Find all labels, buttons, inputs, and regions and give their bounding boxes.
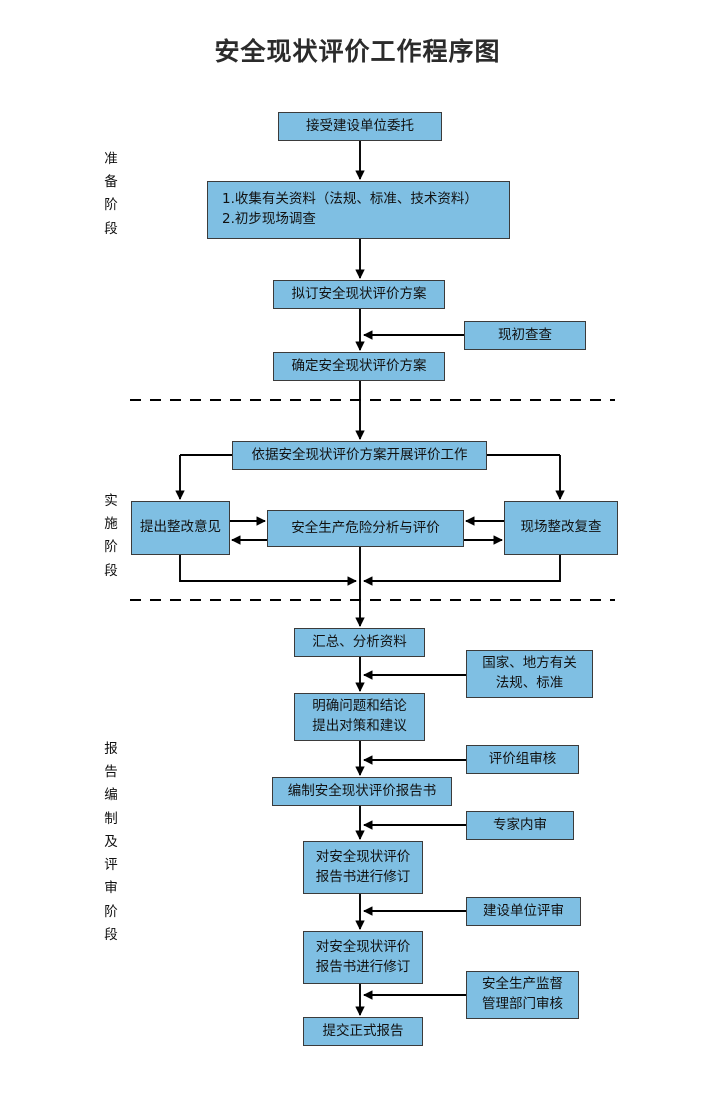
node-summarize-data-line-1: 汇总、分析资料 [312, 633, 407, 650]
stage-label-preparation: 准备阶段 [104, 151, 118, 237]
node-accept-commission[interactable]: 接受建设单位委托 [278, 112, 442, 141]
node-revise-report-2-line-2: 报告书进行修订 [315, 958, 411, 975]
node-hazard-analysis[interactable]: 安全生产危险分析与评价 [267, 510, 464, 547]
node-revise-report-1[interactable]: 对安全现状评价 报告书进行修订 [303, 841, 423, 894]
node-revise-report-1-line-1: 对安全现状评价 [315, 848, 411, 865]
node-owner-review-line-1: 建设单位评审 [483, 902, 564, 919]
node-hazard-analysis-line-1: 安全生产危险分析与评价 [291, 519, 440, 536]
edge-recheck-merge [363, 555, 561, 586]
node-laws-standards-line-1: 国家、地方有关 [482, 655, 577, 672]
node-expert-review[interactable]: 专家内审 [466, 811, 574, 840]
node-confirm-plan-line-1: 确定安全现状评价方案 [291, 357, 427, 374]
node-onsite-recheck-line-1: 现场整改复查 [520, 519, 602, 536]
node-supervision-review[interactable]: 安全生产监督 管理部门审核 [466, 971, 579, 1019]
node-revise-report-1-line-2: 报告书进行修订 [315, 868, 411, 885]
node-clarify-conclusions-line-2: 提出对策和建议 [312, 718, 407, 734]
node-collect-data[interactable]: 1.收集有关资料（法规、标准、技术资料） 2.初步现场调查 [207, 181, 510, 239]
node-carry-out-evaluation[interactable]: 依据安全现状评价方案开展评价工作 [232, 441, 487, 470]
node-compile-report-line-1: 编制安全现状评价报告书 [287, 782, 437, 799]
node-confirm-plan[interactable]: 确定安全现状评价方案 [273, 352, 445, 381]
node-revise-report-2[interactable]: 对安全现状评价 报告书进行修订 [303, 931, 423, 984]
node-draft-plan-line-1: 拟订安全现状评价方案 [291, 285, 427, 302]
node-submit-report-line-1: 提交正式报告 [322, 1022, 404, 1039]
node-expert-review-line-1: 专家内审 [493, 816, 547, 833]
node-collect-data-line-1: 1.收集有关资料（法规、标准、技术资料） [222, 191, 478, 208]
edge-opinion-merge [179, 555, 357, 586]
node-summarize-data[interactable]: 汇总、分析资料 [294, 628, 425, 657]
node-submit-report[interactable]: 提交正式报告 [303, 1017, 423, 1046]
node-preliminary-survey[interactable]: 现初查查 [464, 321, 586, 350]
node-rectification-opinion[interactable]: 提出整改意见 [131, 501, 230, 555]
node-preliminary-survey-line-1: 现初查查 [498, 326, 552, 343]
node-clarify-conclusions[interactable]: 明确问题和结论 提出对策和建议 [294, 693, 425, 741]
node-draft-plan[interactable]: 拟订安全现状评价方案 [273, 280, 445, 309]
stage-label-report: 报告编制及评审阶段 [104, 741, 118, 943]
node-laws-standards-line-2: 法规、标准 [495, 675, 564, 691]
node-review-group[interactable]: 评价组审核 [466, 745, 579, 774]
page-title: 安全现状评价工作程序图 [214, 37, 501, 66]
node-compile-report[interactable]: 编制安全现状评价报告书 [272, 777, 452, 806]
node-owner-review[interactable]: 建设单位评审 [466, 897, 581, 926]
node-accept-commission-line-1: 接受建设单位委托 [306, 117, 414, 134]
node-rectification-opinion-line-1: 提出整改意见 [140, 519, 221, 536]
node-onsite-recheck[interactable]: 现场整改复查 [504, 501, 618, 555]
node-supervision-review-line-1: 安全生产监督 [482, 976, 563, 993]
node-laws-standards[interactable]: 国家、地方有关 法规、标准 [466, 650, 593, 698]
node-clarify-conclusions-line-1: 明确问题和结论 [312, 698, 407, 715]
node-supervision-review-line-2: 管理部门审核 [482, 996, 563, 1012]
node-carry-out-evaluation-line-1: 依据安全现状评价方案开展评价工作 [251, 446, 468, 463]
stage-label-implementation: 实施阶段 [104, 493, 118, 579]
node-revise-report-2-line-1: 对安全现状评价 [315, 938, 411, 955]
node-review-group-line-1: 评价组审核 [488, 750, 557, 767]
node-collect-data-line-2: 2.初步现场调查 [222, 211, 316, 227]
